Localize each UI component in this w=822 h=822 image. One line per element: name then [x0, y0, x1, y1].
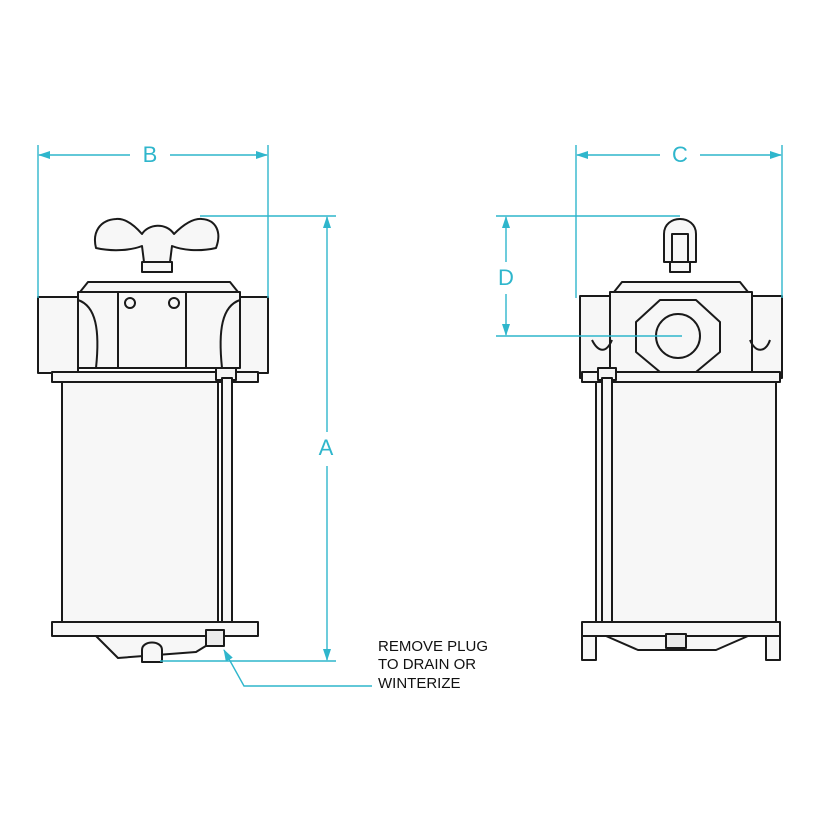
drain-boss: [141, 641, 163, 663]
dimensions: B C A D: [37, 142, 783, 687]
lower-plate: [51, 621, 259, 637]
canister-body: [61, 381, 219, 623]
t-handle: [94, 217, 220, 273]
dimension-c-label: C: [672, 142, 688, 167]
note-line-1: REMOVE PLUG: [378, 638, 488, 655]
dimension-d-label: D: [498, 265, 514, 290]
drain-plug: [205, 629, 225, 647]
side-view: [579, 218, 783, 661]
bolt-hole: [168, 297, 180, 309]
drain-note: REMOVE PLUG TO DRAIN OR WINTERIZE: [378, 638, 488, 692]
leg-left: [581, 635, 597, 661]
dimension-a-label: A: [319, 435, 334, 460]
top-housing: [37, 281, 269, 374]
leg-right: [765, 635, 781, 661]
note-line-2: TO DRAIN OR: [378, 656, 476, 673]
bolt-hole: [124, 297, 136, 309]
drain-plug: [665, 633, 687, 649]
note-line-3: WINTERIZE: [378, 675, 461, 692]
front-view: [37, 217, 269, 663]
dimension-b-label: B: [143, 142, 158, 167]
tie-rod: [221, 377, 233, 627]
